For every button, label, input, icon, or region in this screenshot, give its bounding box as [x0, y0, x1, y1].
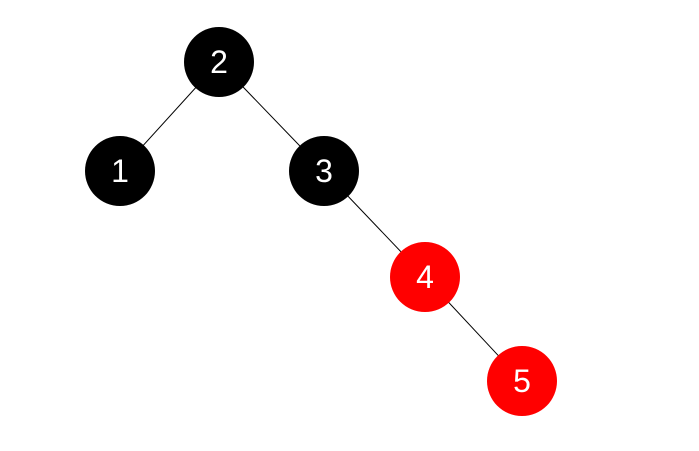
node-circle-2 — [184, 27, 254, 97]
node-label-5: 5 — [513, 363, 531, 399]
node-label-4: 4 — [416, 259, 434, 295]
node-circle-4 — [390, 242, 460, 312]
node-label-2: 2 — [210, 44, 228, 80]
tree-node-4: 4 — [390, 242, 460, 312]
tree-node-2: 2 — [184, 27, 254, 97]
tree-node-5: 5 — [487, 346, 557, 416]
node-label-3: 3 — [315, 153, 333, 189]
node-circle-5 — [487, 346, 557, 416]
node-circle-1 — [85, 136, 155, 206]
tree-node-3: 3 — [289, 136, 359, 206]
node-circle-3 — [289, 136, 359, 206]
tree-node-1: 1 — [85, 136, 155, 206]
node-label-1: 1 — [111, 153, 129, 189]
